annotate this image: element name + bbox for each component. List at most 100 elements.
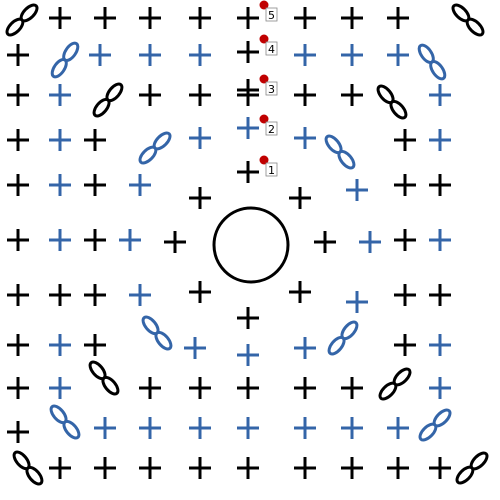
single-crochet-symbol bbox=[237, 377, 259, 399]
chain-pair-symbol bbox=[50, 41, 80, 79]
single-crochet-symbol bbox=[189, 84, 211, 106]
single-crochet-symbol bbox=[94, 457, 116, 479]
single-crochet-symbol bbox=[429, 129, 451, 151]
chain-pair-symbol bbox=[455, 451, 489, 485]
single-crochet-symbol bbox=[346, 179, 368, 201]
single-crochet-symbol bbox=[341, 7, 363, 29]
single-crochet-symbol bbox=[189, 281, 211, 303]
single-crochet-symbol bbox=[346, 291, 368, 313]
single-crochet-symbol bbox=[89, 44, 111, 66]
chain-pair-symbol bbox=[5, 3, 39, 37]
chain-pair-symbol bbox=[376, 84, 408, 120]
single-crochet-symbol bbox=[129, 174, 151, 196]
single-crochet-symbol bbox=[7, 44, 29, 66]
round-label-box bbox=[265, 7, 278, 22]
single-crochet-symbol bbox=[429, 229, 451, 251]
round-label-box bbox=[265, 162, 278, 177]
single-crochet-symbol bbox=[139, 377, 161, 399]
single-crochet-symbol bbox=[49, 174, 71, 196]
single-crochet-symbol bbox=[294, 44, 316, 66]
round-number-label: 1 bbox=[268, 164, 275, 177]
single-crochet-symbol bbox=[84, 229, 106, 251]
single-crochet-symbol bbox=[129, 284, 151, 306]
single-crochet-symbol bbox=[387, 7, 409, 29]
single-crochet-symbol bbox=[49, 84, 71, 106]
single-crochet-symbol bbox=[84, 284, 106, 306]
chain-pair-symbol bbox=[418, 408, 452, 442]
single-crochet-symbol bbox=[49, 334, 71, 356]
single-crochet-symbol bbox=[429, 174, 451, 196]
single-crochet-symbol bbox=[341, 417, 363, 439]
single-crochet-symbol bbox=[7, 84, 29, 106]
single-crochet-symbol bbox=[289, 187, 311, 209]
round-number-label: 3 bbox=[268, 83, 275, 96]
single-crochet-symbol bbox=[189, 187, 211, 209]
single-crochet-symbol bbox=[49, 284, 71, 306]
single-crochet-symbol bbox=[7, 229, 29, 251]
single-crochet-symbol bbox=[189, 457, 211, 479]
round-label-box bbox=[265, 121, 278, 136]
single-crochet-symbol bbox=[341, 44, 363, 66]
single-crochet-symbol bbox=[294, 84, 316, 106]
single-crochet-symbol bbox=[7, 174, 29, 196]
single-crochet-symbol bbox=[7, 284, 29, 306]
single-crochet-symbol bbox=[429, 84, 451, 106]
single-crochet-symbol bbox=[189, 377, 211, 399]
chain-pair-symbol bbox=[451, 3, 485, 37]
single-crochet-symbol bbox=[237, 41, 259, 63]
single-crochet-symbol bbox=[94, 7, 116, 29]
round-label-box bbox=[265, 41, 278, 56]
single-crochet-symbol bbox=[7, 377, 29, 399]
round-marker-dot bbox=[259, 74, 269, 84]
single-crochet-symbol bbox=[7, 421, 29, 443]
single-crochet-symbol bbox=[139, 44, 161, 66]
chain-pair-symbol bbox=[92, 82, 124, 118]
single-crochet-symbol bbox=[359, 231, 381, 253]
single-crochet-symbol bbox=[237, 307, 259, 329]
chain-pair-symbol bbox=[417, 43, 447, 81]
single-crochet-symbol bbox=[189, 44, 211, 66]
single-crochet-symbol bbox=[294, 417, 316, 439]
single-crochet-symbol bbox=[49, 129, 71, 151]
chain-pair-symbol bbox=[327, 320, 359, 356]
single-crochet-symbol bbox=[189, 7, 211, 29]
single-crochet-symbol bbox=[294, 127, 316, 149]
single-crochet-symbol bbox=[294, 377, 316, 399]
single-crochet-symbol bbox=[94, 417, 116, 439]
single-crochet-symbol bbox=[237, 417, 259, 439]
chain-pair-symbol bbox=[88, 360, 120, 396]
single-crochet-symbol bbox=[237, 344, 259, 366]
round-number-label: 5 bbox=[268, 9, 275, 22]
chain-pair-symbol bbox=[12, 450, 44, 486]
single-crochet-symbol bbox=[139, 457, 161, 479]
single-crochet-symbol bbox=[341, 377, 363, 399]
single-crochet-symbol bbox=[237, 7, 259, 29]
single-crochet-symbol bbox=[387, 457, 409, 479]
round-marker-dot bbox=[259, 155, 269, 165]
single-crochet-symbol bbox=[237, 117, 259, 139]
single-crochet-symbol bbox=[49, 377, 71, 399]
single-crochet-symbol bbox=[139, 7, 161, 29]
single-crochet-symbol bbox=[314, 231, 336, 253]
single-crochet-symbol bbox=[49, 229, 71, 251]
chain-pair-symbol bbox=[324, 134, 356, 170]
chain-pair-symbol bbox=[138, 131, 172, 165]
single-crochet-symbol bbox=[237, 457, 259, 479]
single-crochet-symbol bbox=[387, 417, 409, 439]
single-crochet-symbol bbox=[184, 337, 206, 359]
round-marker-dot bbox=[259, 0, 269, 10]
single-crochet-symbol bbox=[294, 7, 316, 29]
chain-pair-symbol bbox=[378, 367, 412, 401]
single-crochet-symbol bbox=[237, 79, 259, 101]
round-number-label: 2 bbox=[268, 123, 275, 136]
single-crochet-symbol bbox=[294, 457, 316, 479]
single-crochet-symbol bbox=[119, 229, 141, 251]
round-label-box bbox=[265, 81, 278, 96]
round-number-label: 4 bbox=[268, 43, 275, 56]
single-crochet-symbol bbox=[394, 174, 416, 196]
single-crochet-symbol bbox=[84, 334, 106, 356]
single-crochet-symbol bbox=[429, 377, 451, 399]
single-crochet-symbol bbox=[84, 129, 106, 151]
